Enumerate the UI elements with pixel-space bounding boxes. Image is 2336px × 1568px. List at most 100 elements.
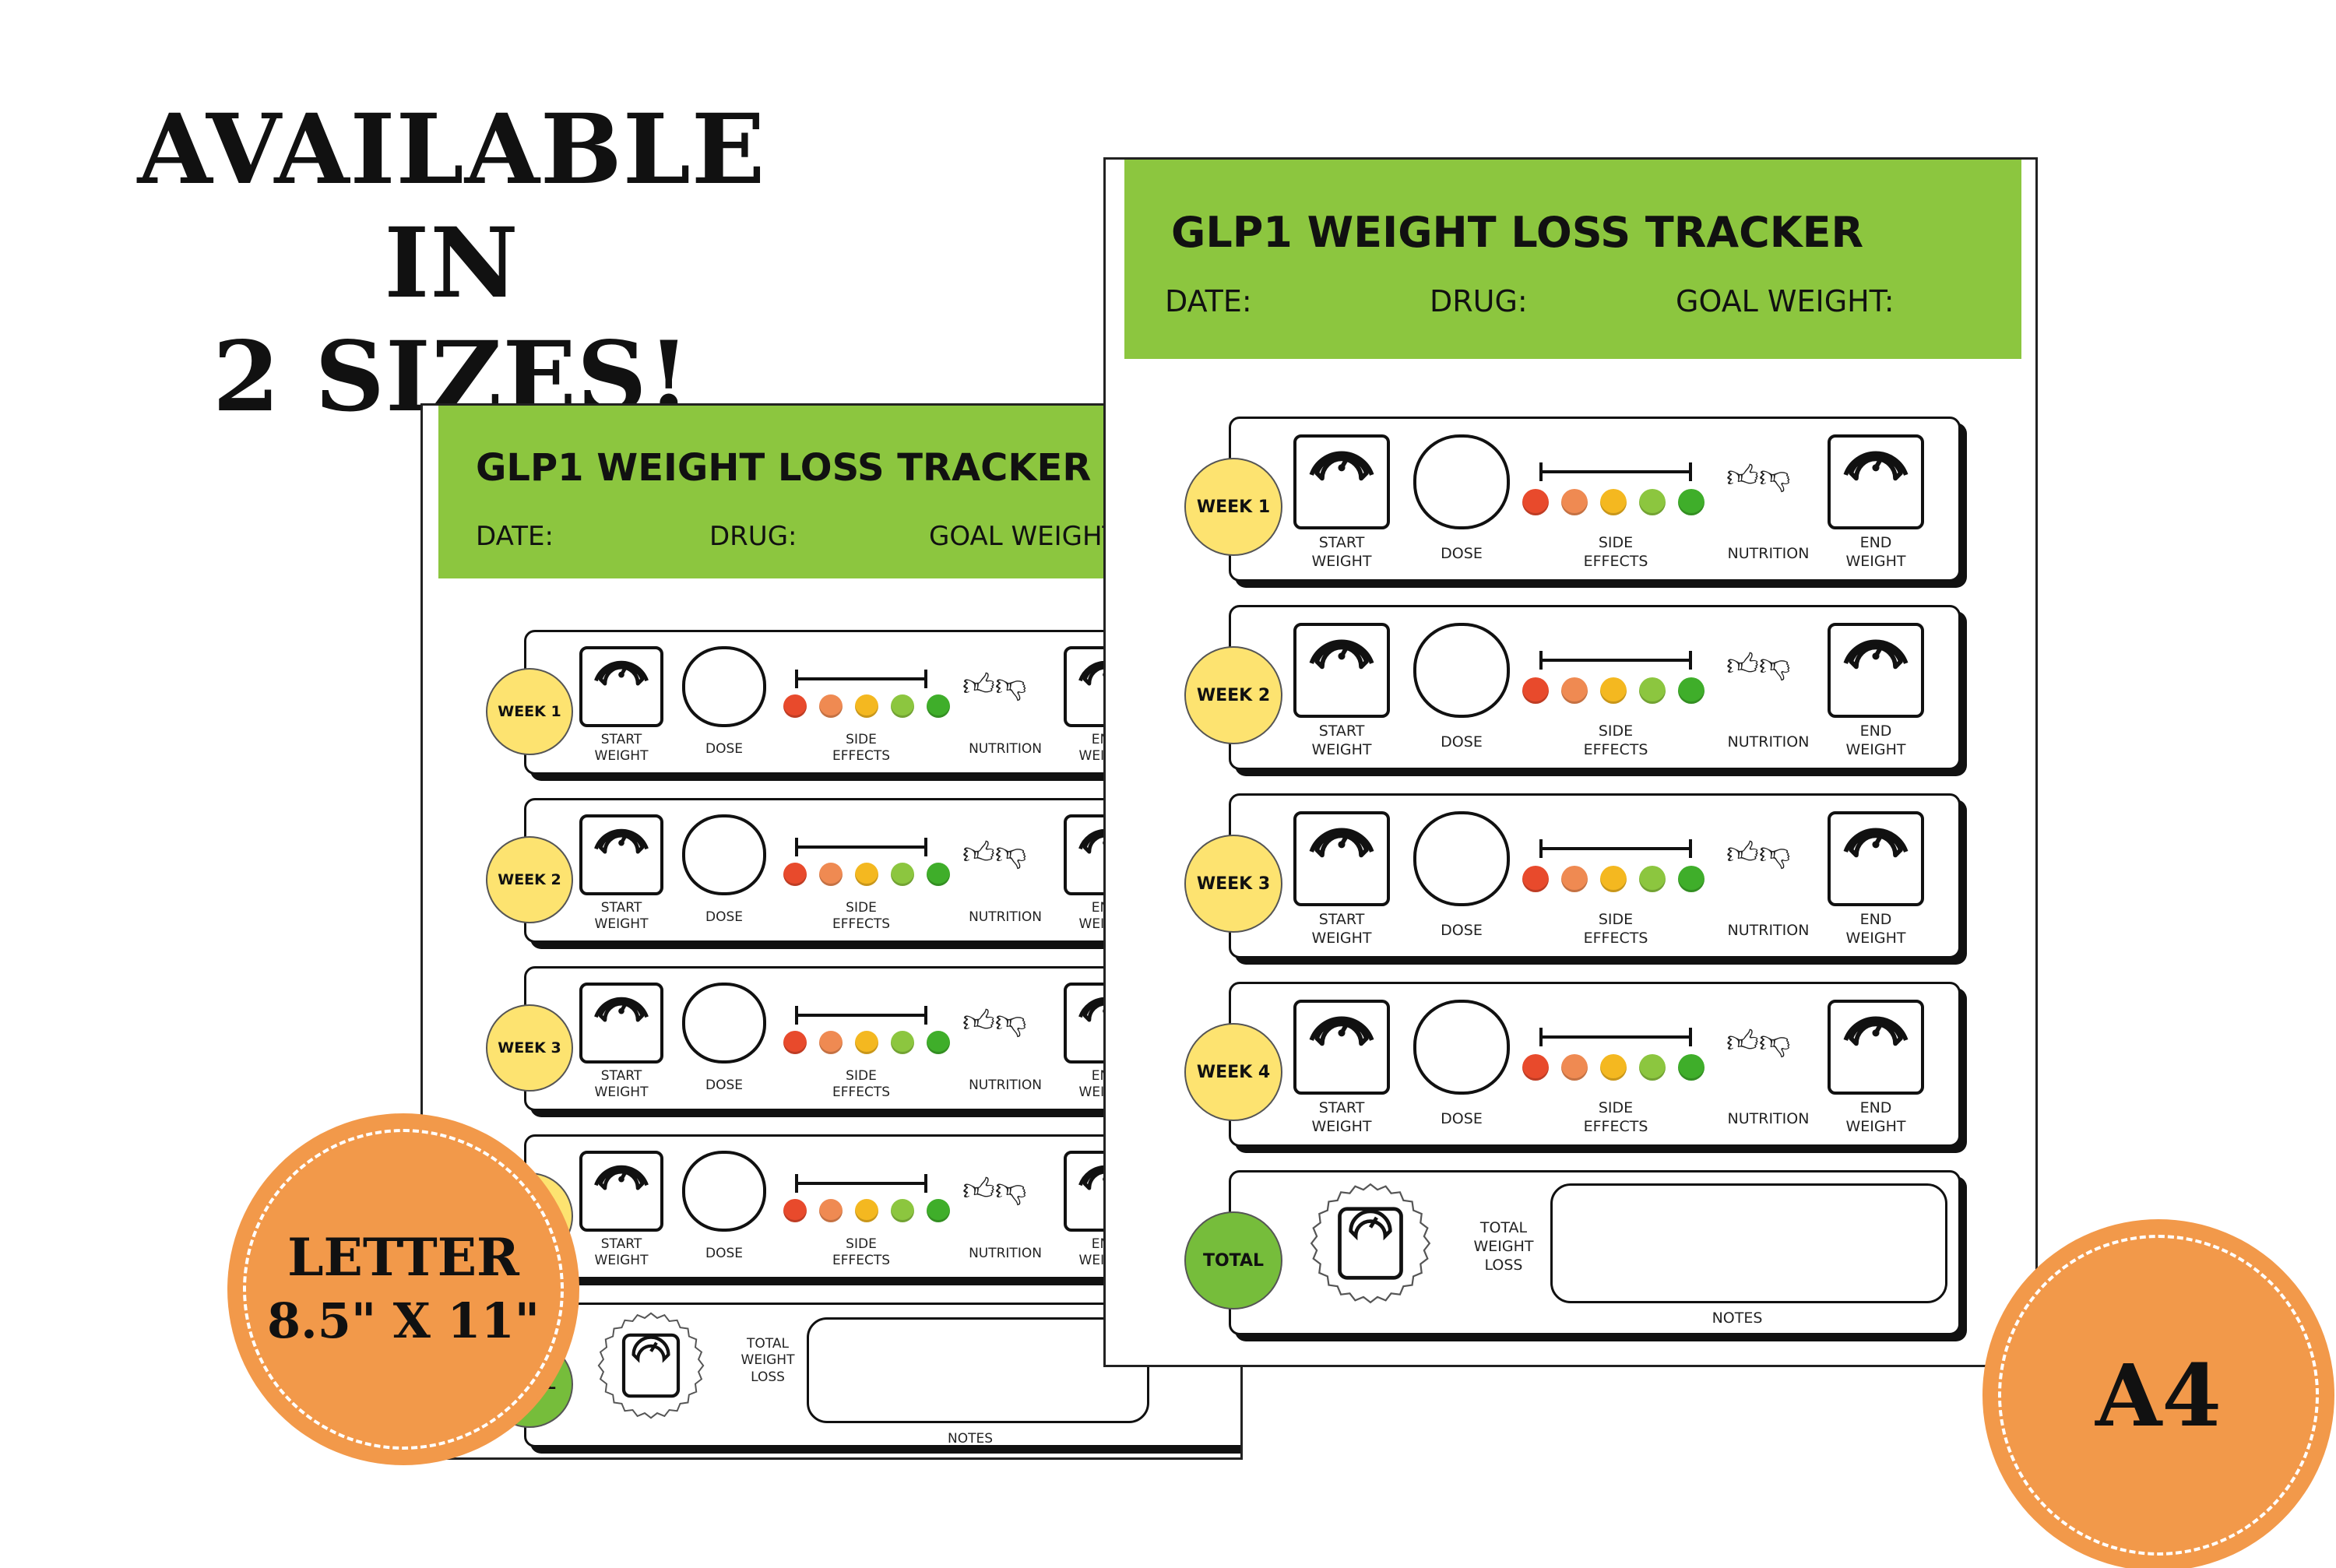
emoji-face-icon[interactable] <box>1639 677 1666 704</box>
side-effects-slider[interactable] <box>1539 839 1692 858</box>
thumbs-up-icon[interactable]: 👍︎ <box>962 835 995 871</box>
thumbs-down-icon[interactable]: 👎︎ <box>994 1004 1027 1039</box>
emoji-face-icon[interactable] <box>855 694 878 718</box>
emoji-face-icon[interactable] <box>891 1031 914 1054</box>
emoji-face-icon[interactable] <box>1522 866 1549 892</box>
start-weight-box[interactable] <box>579 646 663 727</box>
thumbs-down-icon[interactable]: 👎︎ <box>1758 1024 1791 1060</box>
start-weight-box[interactable] <box>579 1151 663 1232</box>
emoji-face-icon[interactable] <box>819 1031 843 1054</box>
a4-size-badge: A4 <box>1986 1222 2331 1568</box>
dose-box[interactable] <box>682 646 766 727</box>
emoji-face-icon[interactable] <box>783 1031 807 1054</box>
dose-box[interactable] <box>682 814 766 895</box>
side-effects-slider[interactable] <box>795 670 927 688</box>
emoji-face-icon[interactable] <box>783 694 807 718</box>
side-effects-slider[interactable] <box>795 1174 927 1193</box>
start-weight-box[interactable] <box>1293 1000 1390 1095</box>
thumbs-up-icon[interactable]: 👍︎ <box>962 1172 995 1208</box>
start-weight-box[interactable] <box>1293 623 1390 718</box>
emoji-face-icon[interactable] <box>891 863 914 886</box>
thumbs-down-icon[interactable]: 👎︎ <box>994 835 1027 871</box>
emoji-face-icon[interactable] <box>1678 489 1705 515</box>
side-effects-slider[interactable] <box>1539 462 1692 481</box>
notes-box[interactable] <box>807 1317 1149 1423</box>
scale-icon <box>582 817 660 892</box>
scale-icon <box>1831 814 1921 903</box>
nutrition-thumbs: 👍︎👎︎ <box>1726 649 1790 680</box>
emoji-face-icon[interactable] <box>819 694 843 718</box>
thumbs-down-icon[interactable]: 👎︎ <box>994 1172 1027 1208</box>
emoji-face-icon[interactable] <box>1600 677 1627 704</box>
thumbs-up-icon[interactable]: 👍︎ <box>1726 1024 1759 1060</box>
emoji-face-icon[interactable] <box>1639 866 1666 892</box>
start-weight-box[interactable] <box>1293 434 1390 529</box>
emoji-face-icon[interactable] <box>1561 489 1588 515</box>
emoji-face-icon[interactable] <box>927 863 950 886</box>
emoji-face-icon[interactable] <box>927 1199 950 1222</box>
dose-box[interactable] <box>682 983 766 1063</box>
side-effects-slider[interactable] <box>795 1006 927 1025</box>
emoji-face-icon[interactable] <box>783 1199 807 1222</box>
dose-box[interactable] <box>1413 434 1510 529</box>
emoji-face-icon[interactable] <box>1678 866 1705 892</box>
emoji-face-icon[interactable] <box>1678 1054 1705 1081</box>
date-field-label: DATE: <box>1165 284 1252 318</box>
dose-box[interactable] <box>1413 623 1510 718</box>
start-weight-box[interactable] <box>579 814 663 895</box>
start-weight-box[interactable] <box>579 983 663 1063</box>
emoji-face-icon[interactable] <box>1561 677 1588 704</box>
emoji-face-icon[interactable] <box>1561 866 1588 892</box>
end-weight-box[interactable] <box>1828 434 1924 529</box>
side-effects-slider[interactable] <box>1539 651 1692 670</box>
emoji-face-icon[interactable] <box>1678 677 1705 704</box>
week-badge: WEEK 3 <box>486 1004 573 1092</box>
emoji-face-icon[interactable] <box>1522 489 1549 515</box>
week-badge: WEEK 1 <box>486 668 573 755</box>
side-effects-slider[interactable] <box>795 838 927 856</box>
scale-icon <box>582 986 660 1060</box>
emoji-face-icon[interactable] <box>1639 489 1666 515</box>
emoji-face-icon[interactable] <box>1600 489 1627 515</box>
start-weight-box[interactable] <box>1293 811 1390 906</box>
notes-box[interactable] <box>1550 1183 1947 1303</box>
end-weight-box[interactable] <box>1828 811 1924 906</box>
emoji-face-icon[interactable] <box>927 694 950 718</box>
end-weight-box[interactable] <box>1828 1000 1924 1095</box>
emoji-face-icon[interactable] <box>1600 866 1627 892</box>
thumbs-up-icon[interactable]: 👍︎ <box>962 667 995 703</box>
emoji-face-icon[interactable] <box>1522 677 1549 704</box>
emoji-face-icon[interactable] <box>855 1031 878 1054</box>
thumbs-up-icon[interactable]: 👍︎ <box>1726 459 1759 494</box>
thumbs-up-icon[interactable]: 👍︎ <box>962 1004 995 1039</box>
emoji-face-icon[interactable] <box>1639 1054 1666 1081</box>
emoji-face-icon[interactable] <box>1600 1054 1627 1081</box>
thumbs-down-icon[interactable]: 👎︎ <box>1758 459 1791 494</box>
dose-box[interactable] <box>1413 811 1510 906</box>
dose-box[interactable] <box>682 1151 766 1232</box>
end-weight-box[interactable] <box>1828 623 1924 718</box>
emoji-face-icon[interactable] <box>819 863 843 886</box>
side-effects-slider[interactable] <box>1539 1028 1692 1046</box>
thumbs-down-icon[interactable]: 👎︎ <box>1758 835 1791 871</box>
thumbs-down-icon[interactable]: 👎︎ <box>994 667 1027 703</box>
emoji-face-icon[interactable] <box>855 1199 878 1222</box>
emoji-face-icon[interactable] <box>891 1199 914 1222</box>
thumbs-up-icon[interactable]: 👍︎ <box>1726 647 1759 683</box>
thumbs-up-icon[interactable]: 👍︎ <box>1726 835 1759 871</box>
dose-label: DOSE <box>1441 1110 1483 1127</box>
emoji-face-icon[interactable] <box>783 863 807 886</box>
emoji-face-icon[interactable] <box>891 694 914 718</box>
dose-box[interactable] <box>1413 1000 1510 1095</box>
dose-label: DOSE <box>705 1246 743 1261</box>
emoji-face-icon[interactable] <box>1561 1054 1588 1081</box>
emoji-face-icon[interactable] <box>927 1031 950 1054</box>
thumbs-down-icon[interactable]: 👎︎ <box>1758 647 1791 683</box>
emoji-face-icon[interactable] <box>855 863 878 886</box>
emoji-face-icon[interactable] <box>819 1199 843 1222</box>
nutrition-label: NUTRITION <box>1727 733 1810 751</box>
emoji-face-icon[interactable] <box>1522 1054 1549 1081</box>
